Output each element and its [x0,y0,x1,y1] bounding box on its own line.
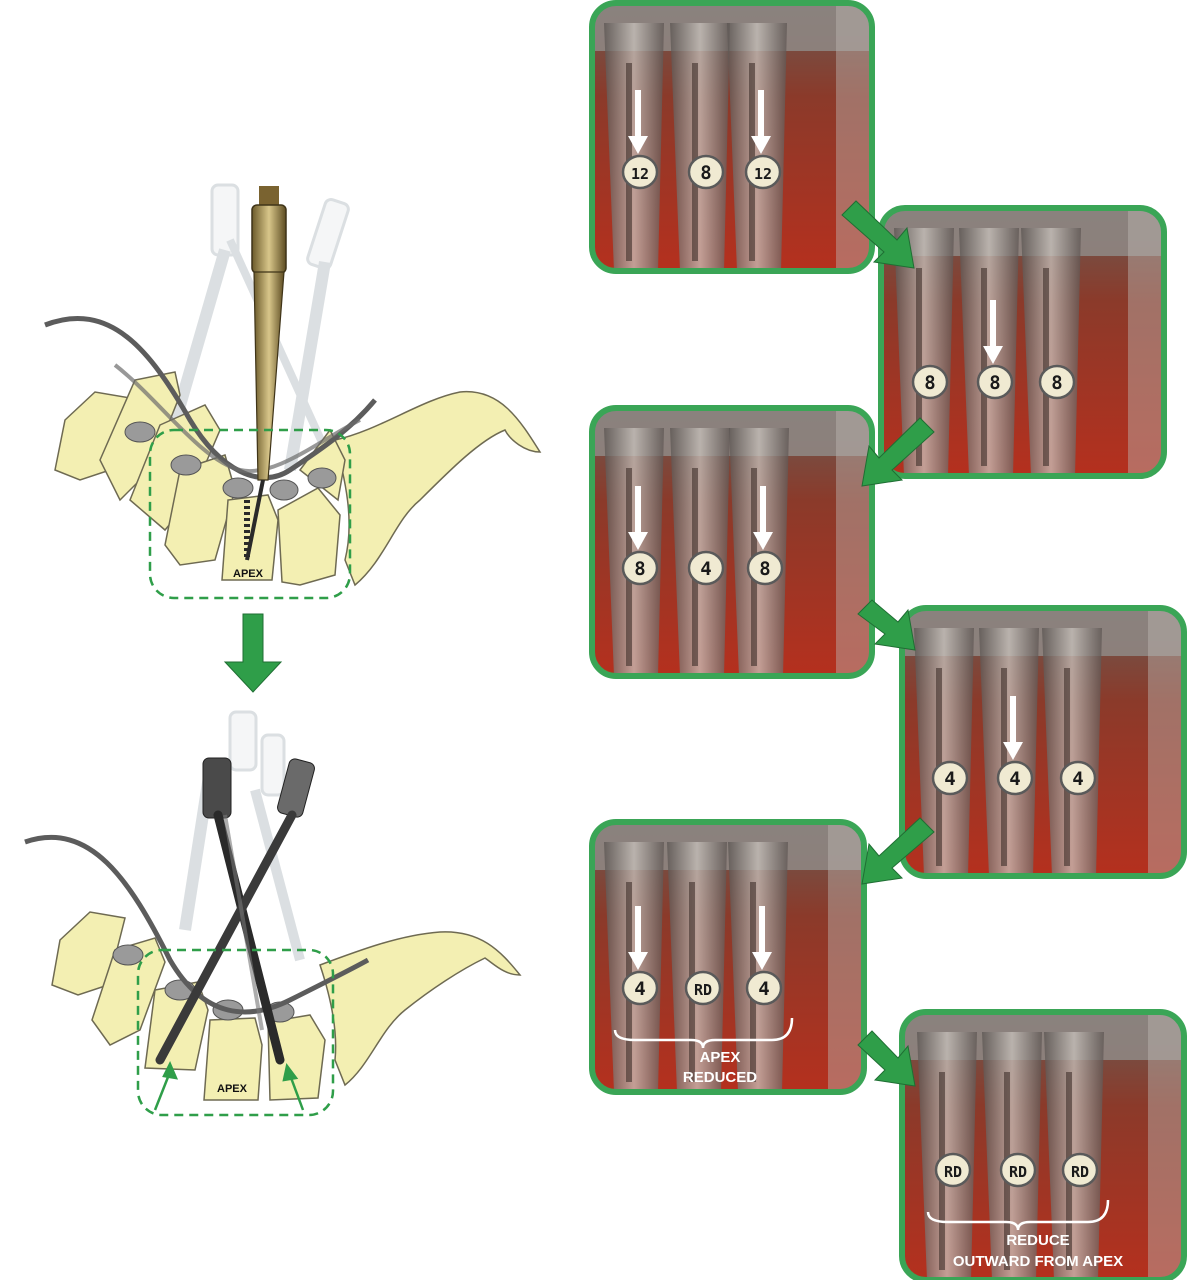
apex-label-bottom: APEX [217,1083,248,1095]
panel-4: 4 4 4 [902,608,1184,876]
spine-after: APEX [25,712,520,1115]
tower-shaft [670,23,730,271]
sacrum-shape-after [320,932,520,1085]
tower-shaft [1042,628,1102,876]
size-badge-label: RD [944,1163,962,1181]
panel-4-photo [902,608,1184,876]
down-arrow [225,614,281,692]
tower-shaft [727,23,787,271]
size-badge-label: 4 [700,558,711,580]
size-badge-label: 4 [634,978,645,1000]
panel-caption-line-1: REDUCE [1006,1232,1069,1249]
size-badge-label: 8 [634,558,645,580]
size-badge-label: 12 [754,165,772,183]
tower-shaft [604,23,664,271]
panel-caption-line-2: OUTWARD FROM APEX [953,1253,1123,1270]
size-badge-label: 8 [989,372,1000,394]
tower-shaft [1021,228,1081,476]
size-badge-label: 4 [1009,768,1020,790]
size-badge-label: RD [694,981,712,999]
size-badge-label: 4 [1072,768,1083,790]
size-badge-label: 4 [758,978,769,1000]
size-badge-label: 8 [759,558,770,580]
size-badge-label: RD [1009,1163,1027,1181]
panel-1: 12 8 12 [592,3,872,271]
size-badge-label: 8 [924,372,935,394]
tower-shaft [604,842,664,1092]
panel-caption-line-2: REDUCED [683,1069,757,1086]
size-badge-label: 8 [700,162,711,184]
size-badge-label: 4 [944,768,955,790]
size-badge-label: 12 [631,165,649,183]
panel-caption-line-1: APEX [700,1049,741,1066]
sacrum-shape [335,392,540,585]
size-badge-label: RD [1071,1163,1089,1181]
panel-6: RD RD RD REDUCE OUTWARD FROM APEX [902,1012,1184,1280]
size-badge-label: 8 [1051,372,1062,394]
apex-label-top: APEX [233,568,264,580]
spine-before: APEX [45,185,540,598]
panel-3: 8 4 8 [592,408,872,676]
